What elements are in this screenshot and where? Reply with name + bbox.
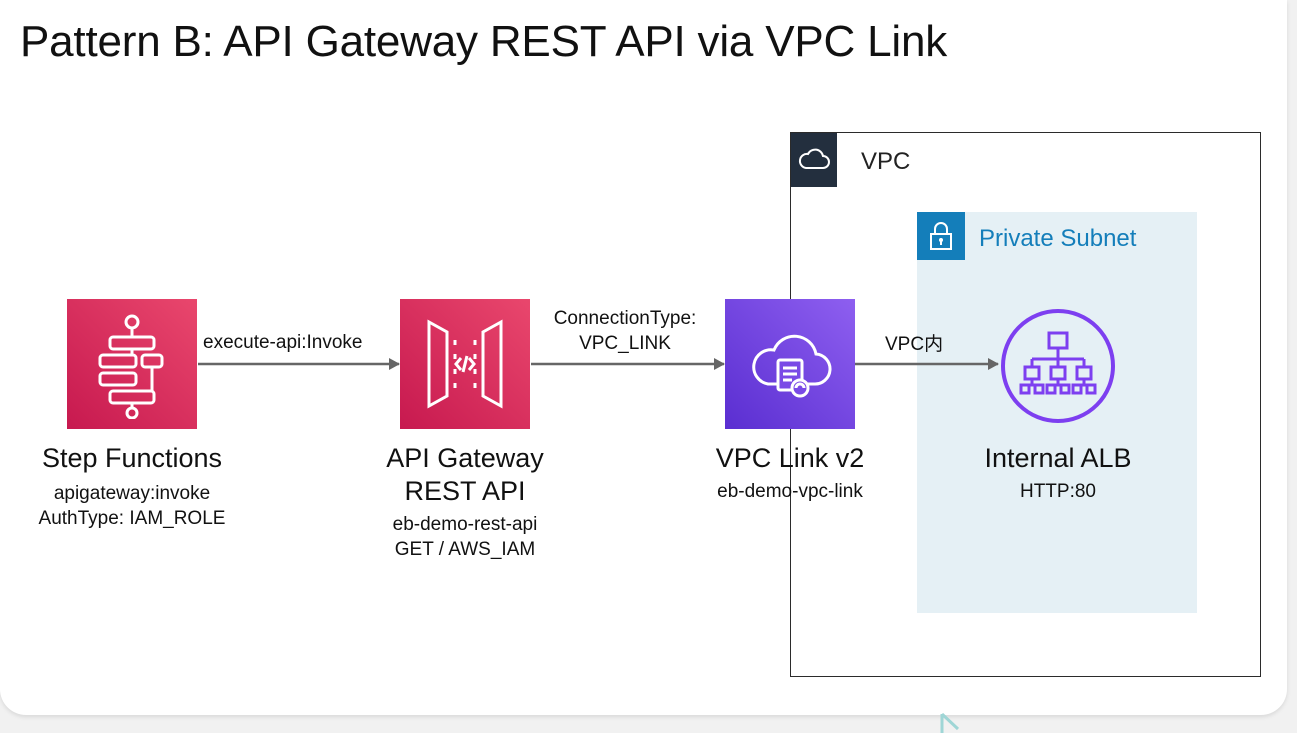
vpc-link-icon xyxy=(725,299,855,429)
cloud-icon xyxy=(791,133,837,187)
step-functions-authtype: AuthType: IAM_ROLE xyxy=(38,508,226,529)
connector-arrows xyxy=(198,358,999,370)
alb-caption: Internal ALB HTTP:80 xyxy=(938,442,1178,504)
edge-label-execute-api: execute-api:Invoke xyxy=(203,332,363,353)
private-subnet-label: Private Subnet xyxy=(979,225,1137,252)
alb-listener: HTTP:80 xyxy=(1019,481,1097,502)
edge-label-vpc-internal: VPC内 xyxy=(885,334,944,355)
edge-label-connection-type: ConnectionType: VPC_LINK xyxy=(540,306,710,356)
lock-icon xyxy=(917,212,965,260)
api-gateway-name: API Gateway xyxy=(386,443,544,473)
private-subnet-group: Private Subnet xyxy=(917,212,1197,613)
vpc-label: VPC xyxy=(861,148,911,175)
api-gateway-caption: API Gateway REST API eb-demo-rest-api GE… xyxy=(345,442,585,562)
step-functions-name: Step Functions xyxy=(41,443,223,473)
page-title: Pattern B: API Gateway REST API via VPC … xyxy=(20,17,948,66)
step-functions-action: apigateway:invoke xyxy=(53,483,211,504)
load-balancer-icon xyxy=(1001,309,1115,423)
vpc-link-id: eb-demo-vpc-link xyxy=(717,481,863,502)
api-gateway-api-name: eb-demo-rest-api xyxy=(392,514,538,535)
slide: Pattern B: API Gateway REST API via VPC … xyxy=(0,0,1287,715)
edge-label-line: ConnectionType: xyxy=(553,308,697,329)
mouse-cursor-icon xyxy=(940,713,960,733)
vpc-link-name: VPC Link v2 xyxy=(715,443,865,473)
vpc-link-caption: VPC Link v2 eb-demo-vpc-link xyxy=(670,442,910,504)
edge-label-line: VPC_LINK xyxy=(579,333,671,354)
api-gateway-type: REST API xyxy=(404,476,526,506)
step-functions-icon xyxy=(67,299,197,429)
api-gateway-icon xyxy=(400,299,530,429)
alb-name: Internal ALB xyxy=(984,443,1132,473)
api-gateway-method-auth: GET / AWS_IAM xyxy=(394,539,536,560)
step-functions-caption: Step Functions apigateway:invoke AuthTyp… xyxy=(12,442,252,531)
